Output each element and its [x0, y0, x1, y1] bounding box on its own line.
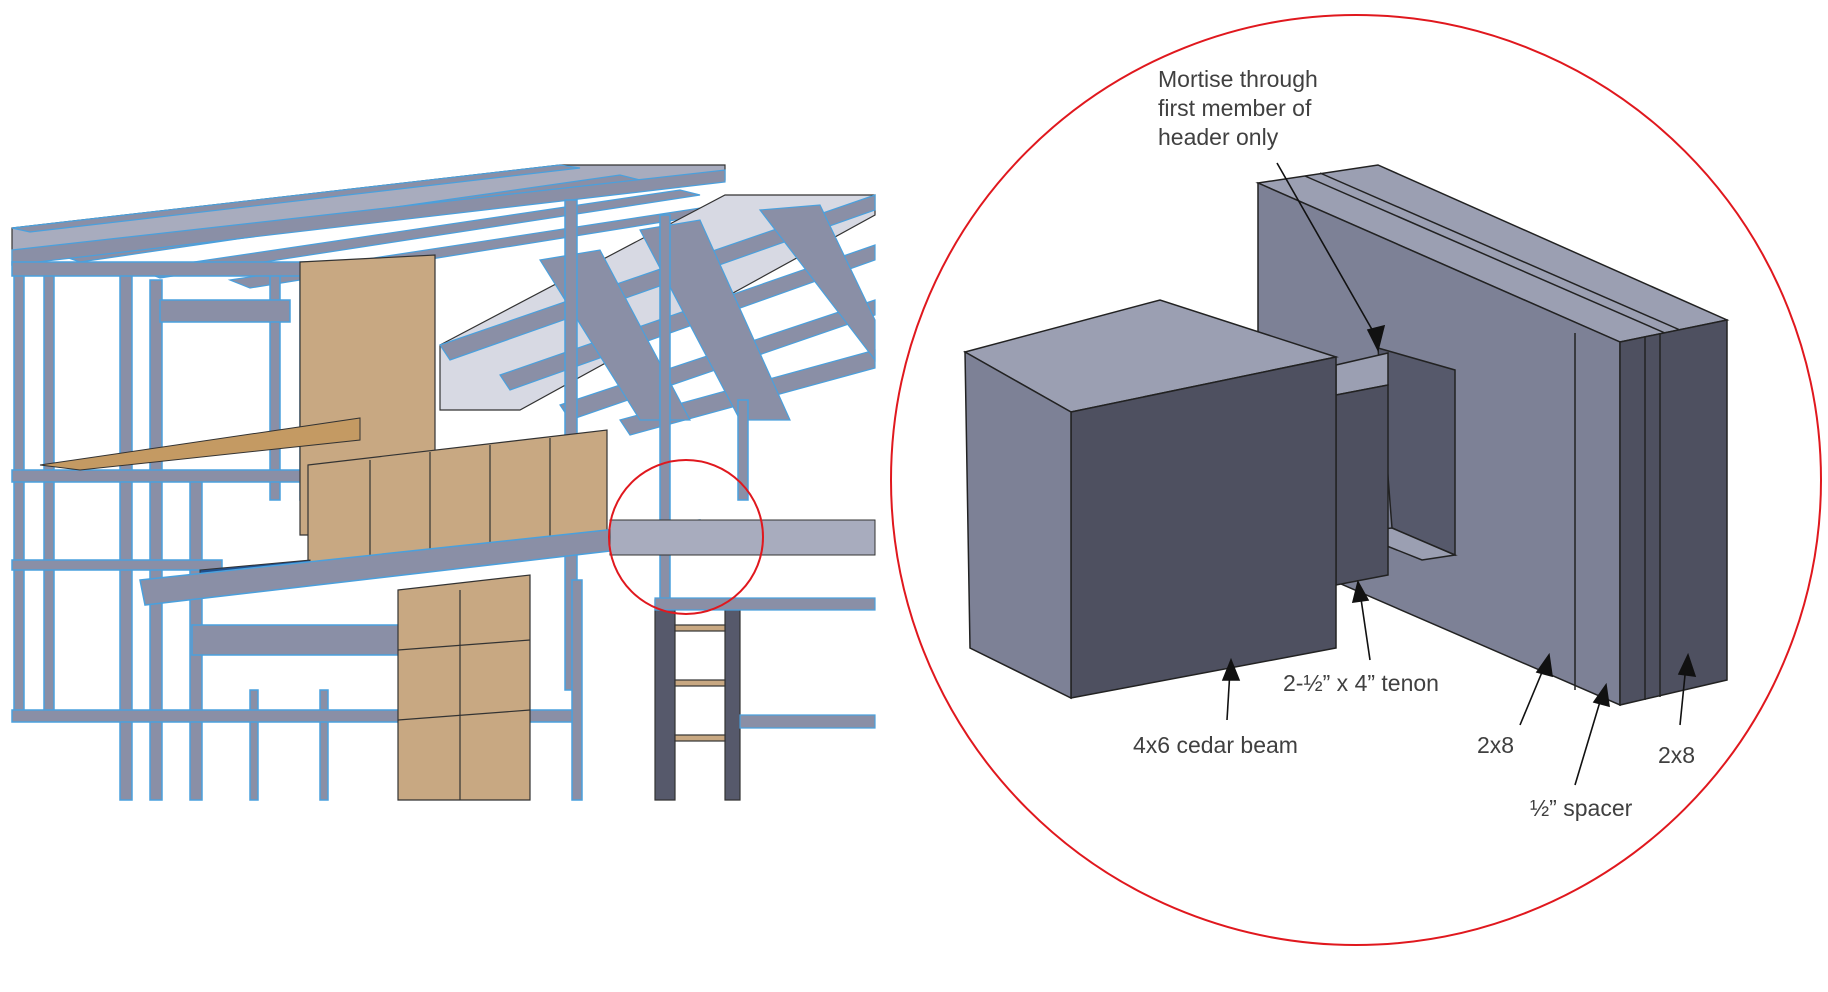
arrow-2x8a-icon: [1535, 652, 1553, 678]
beam-assembly: [963, 299, 1389, 700]
arrow-mortise-icon: [1366, 324, 1386, 353]
arrow-tenon-icon: [1351, 579, 1370, 603]
callout-marker: [608, 459, 764, 615]
detail-callout: [890, 14, 1822, 946]
mortise-label-line-3: header only: [1158, 124, 1279, 150]
header-side: [1619, 319, 1728, 706]
arrow-2x8b-icon: [1677, 652, 1697, 677]
member-a-label: 2x8: [1477, 732, 1515, 758]
ladder: [654, 597, 876, 801]
spacer-label: ½” spacer: [1530, 795, 1633, 821]
arrow-beam-icon: [1221, 657, 1241, 681]
mortise-label: Mortise through first member of header o…: [1158, 65, 1318, 152]
mortise-label-line-1: Mortise through: [1158, 66, 1318, 92]
leader-lines: [1221, 162, 1697, 786]
beam-side: [1070, 356, 1337, 699]
ceiling-grid: [439, 194, 876, 436]
header-beam: [609, 519, 876, 556]
arrow-spacer-icon: [1592, 682, 1610, 708]
tenon-label: 2-½” x 4” tenon: [1283, 670, 1439, 696]
tenon: [1335, 384, 1389, 586]
beam-label: 4x6 cedar beam: [1133, 732, 1298, 758]
member-b-label: 2x8: [1658, 742, 1696, 768]
beam-front: [964, 350, 1072, 700]
roof-joists: [11, 164, 727, 289]
loft-deck: [39, 417, 361, 471]
mortise-label-line-2: first member of: [1158, 95, 1312, 121]
